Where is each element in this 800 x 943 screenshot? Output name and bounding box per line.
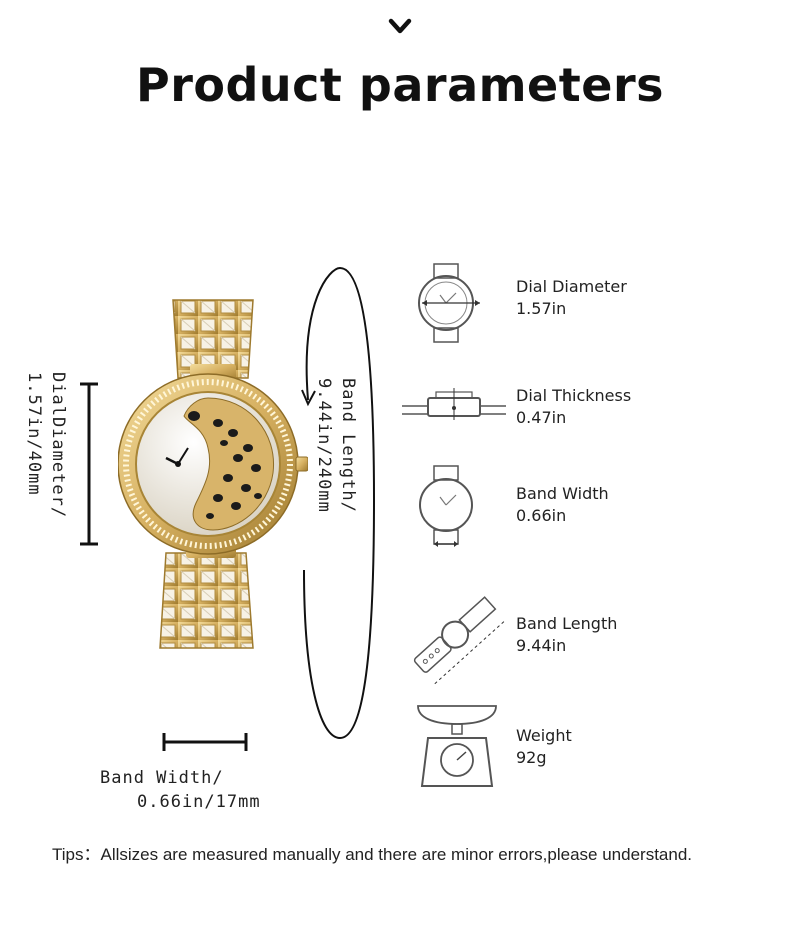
chevron-down-icon (388, 18, 412, 34)
param-label: Dial Diameter (516, 277, 627, 296)
param-value: 1.57in (516, 299, 567, 318)
param-label: Band Width (516, 484, 609, 503)
band-width-dimension-label: Band Width/ 0.66in/17mm (100, 768, 261, 812)
param-value: 0.47in (516, 408, 567, 427)
band-length-dimension-label: Band Length/ 9.44in/240mm (314, 378, 358, 513)
scale-icon (417, 705, 497, 787)
param-value: 92g (516, 748, 547, 767)
param-label: Band Length (516, 614, 618, 633)
param-value: 0.66in (516, 506, 567, 525)
watch-image (118, 299, 308, 649)
param-dial-diameter: Dial Diameter 1.57in (400, 262, 780, 352)
param-dial-thickness: Dial Thickness 0.47in (400, 380, 780, 470)
param-label: Dial Thickness (516, 386, 632, 405)
tips-text: Tips：Allsizes are measured manually and … (52, 845, 693, 864)
dial-thickness-icon (402, 388, 506, 420)
page-title: Product parameters (135, 58, 665, 112)
param-band-length: Band Length 9.44in (400, 586, 780, 685)
band-width-icon (419, 465, 473, 547)
param-value: 9.44in (516, 636, 567, 655)
param-band-width: Band Width 0.66in (400, 464, 780, 554)
param-weight: Weight 92g (400, 702, 780, 792)
dial-diameter-icon (418, 263, 480, 343)
param-label: Weight (516, 726, 572, 745)
dial-diameter-dimension-label: DialDiameter/ 1.57in/40mm (24, 372, 68, 519)
band-length-icon (413, 596, 507, 685)
